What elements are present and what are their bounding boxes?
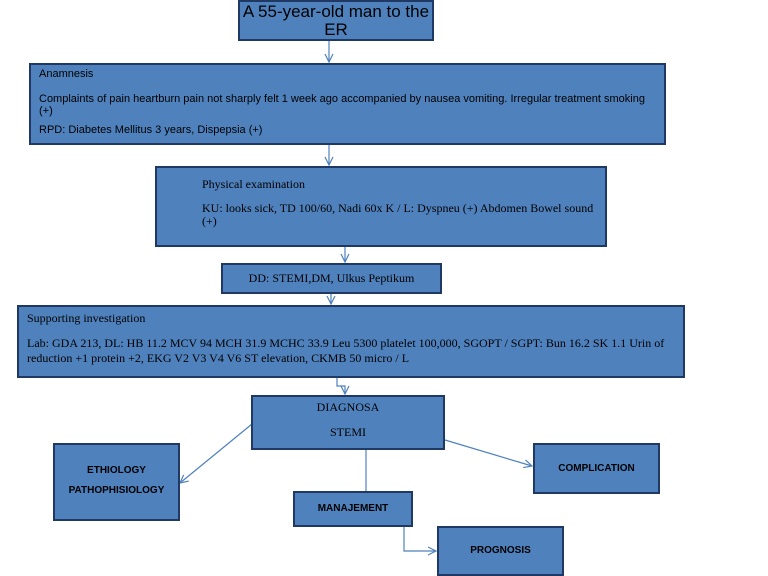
prognosis-label: PROGNOSIS: [470, 545, 531, 556]
etiology-label: ETHIOLOGY: [87, 465, 146, 476]
differential-diagnosis-text: DD: STEMI,DM, Ulkus Peptikum: [248, 271, 415, 285]
arrow-diagnosis-to-etiology: [180, 423, 253, 483]
complication-box: COMPLICATION: [533, 443, 660, 494]
supporting-investigation-box: Supporting investigation Lab: GDA 213, D…: [17, 305, 685, 378]
pathophysiology-label: PATHOPHISIOLOGY: [68, 485, 165, 496]
title-box: A 55-year-old man to the ER: [238, 0, 434, 41]
anamnesis-heading: Anamnesis: [39, 68, 94, 80]
physical-exam-box: Physical examination KU: looks sick, TD …: [155, 166, 607, 247]
physical-exam-heading: Physical examination: [202, 177, 305, 191]
anamnesis-rpd: RPD: Diabetes Mellitus 3 years, Dispepsi…: [39, 124, 263, 136]
supporting-investigation-details: Lab: GDA 213, DL: HB 11.2 MCV 94 MCH 31.…: [27, 336, 665, 365]
management-label: MANAJEMENT: [317, 503, 389, 514]
diagnosis-value: STEMI: [330, 425, 366, 439]
differential-diagnosis-box: DD: STEMI,DM, Ulkus Peptikum: [221, 263, 442, 294]
prognosis-box: PROGNOSIS: [437, 526, 564, 576]
supporting-investigation-heading: Supporting investigation: [27, 311, 146, 325]
arrow-supporting-to-diagnosis: [336, 378, 345, 394]
etiology-box: ETHIOLOGY PATHOPHISIOLOGY: [53, 443, 180, 521]
physical-exam-details: KU: looks sick, TD 100/60, Nadi 60x K / …: [202, 201, 594, 228]
diagnosis-box: DIAGNOSA STEMI: [251, 395, 445, 450]
arrow-diagnosis-to-complication: [444, 439, 532, 466]
arrow-management-to-prognosis: [403, 527, 436, 551]
complication-label: COMPLICATION: [558, 463, 635, 474]
diagnosis-heading: DIAGNOSA: [316, 400, 380, 414]
title-text: A 55-year-old man to the ER: [242, 2, 430, 39]
management-box: MANAJEMENT: [293, 491, 413, 527]
anamnesis-complaint: Complaints of pain heartburn pain not sh…: [39, 93, 645, 117]
anamnesis-box: Anamnesis Complaints of pain heartburn p…: [29, 63, 666, 145]
